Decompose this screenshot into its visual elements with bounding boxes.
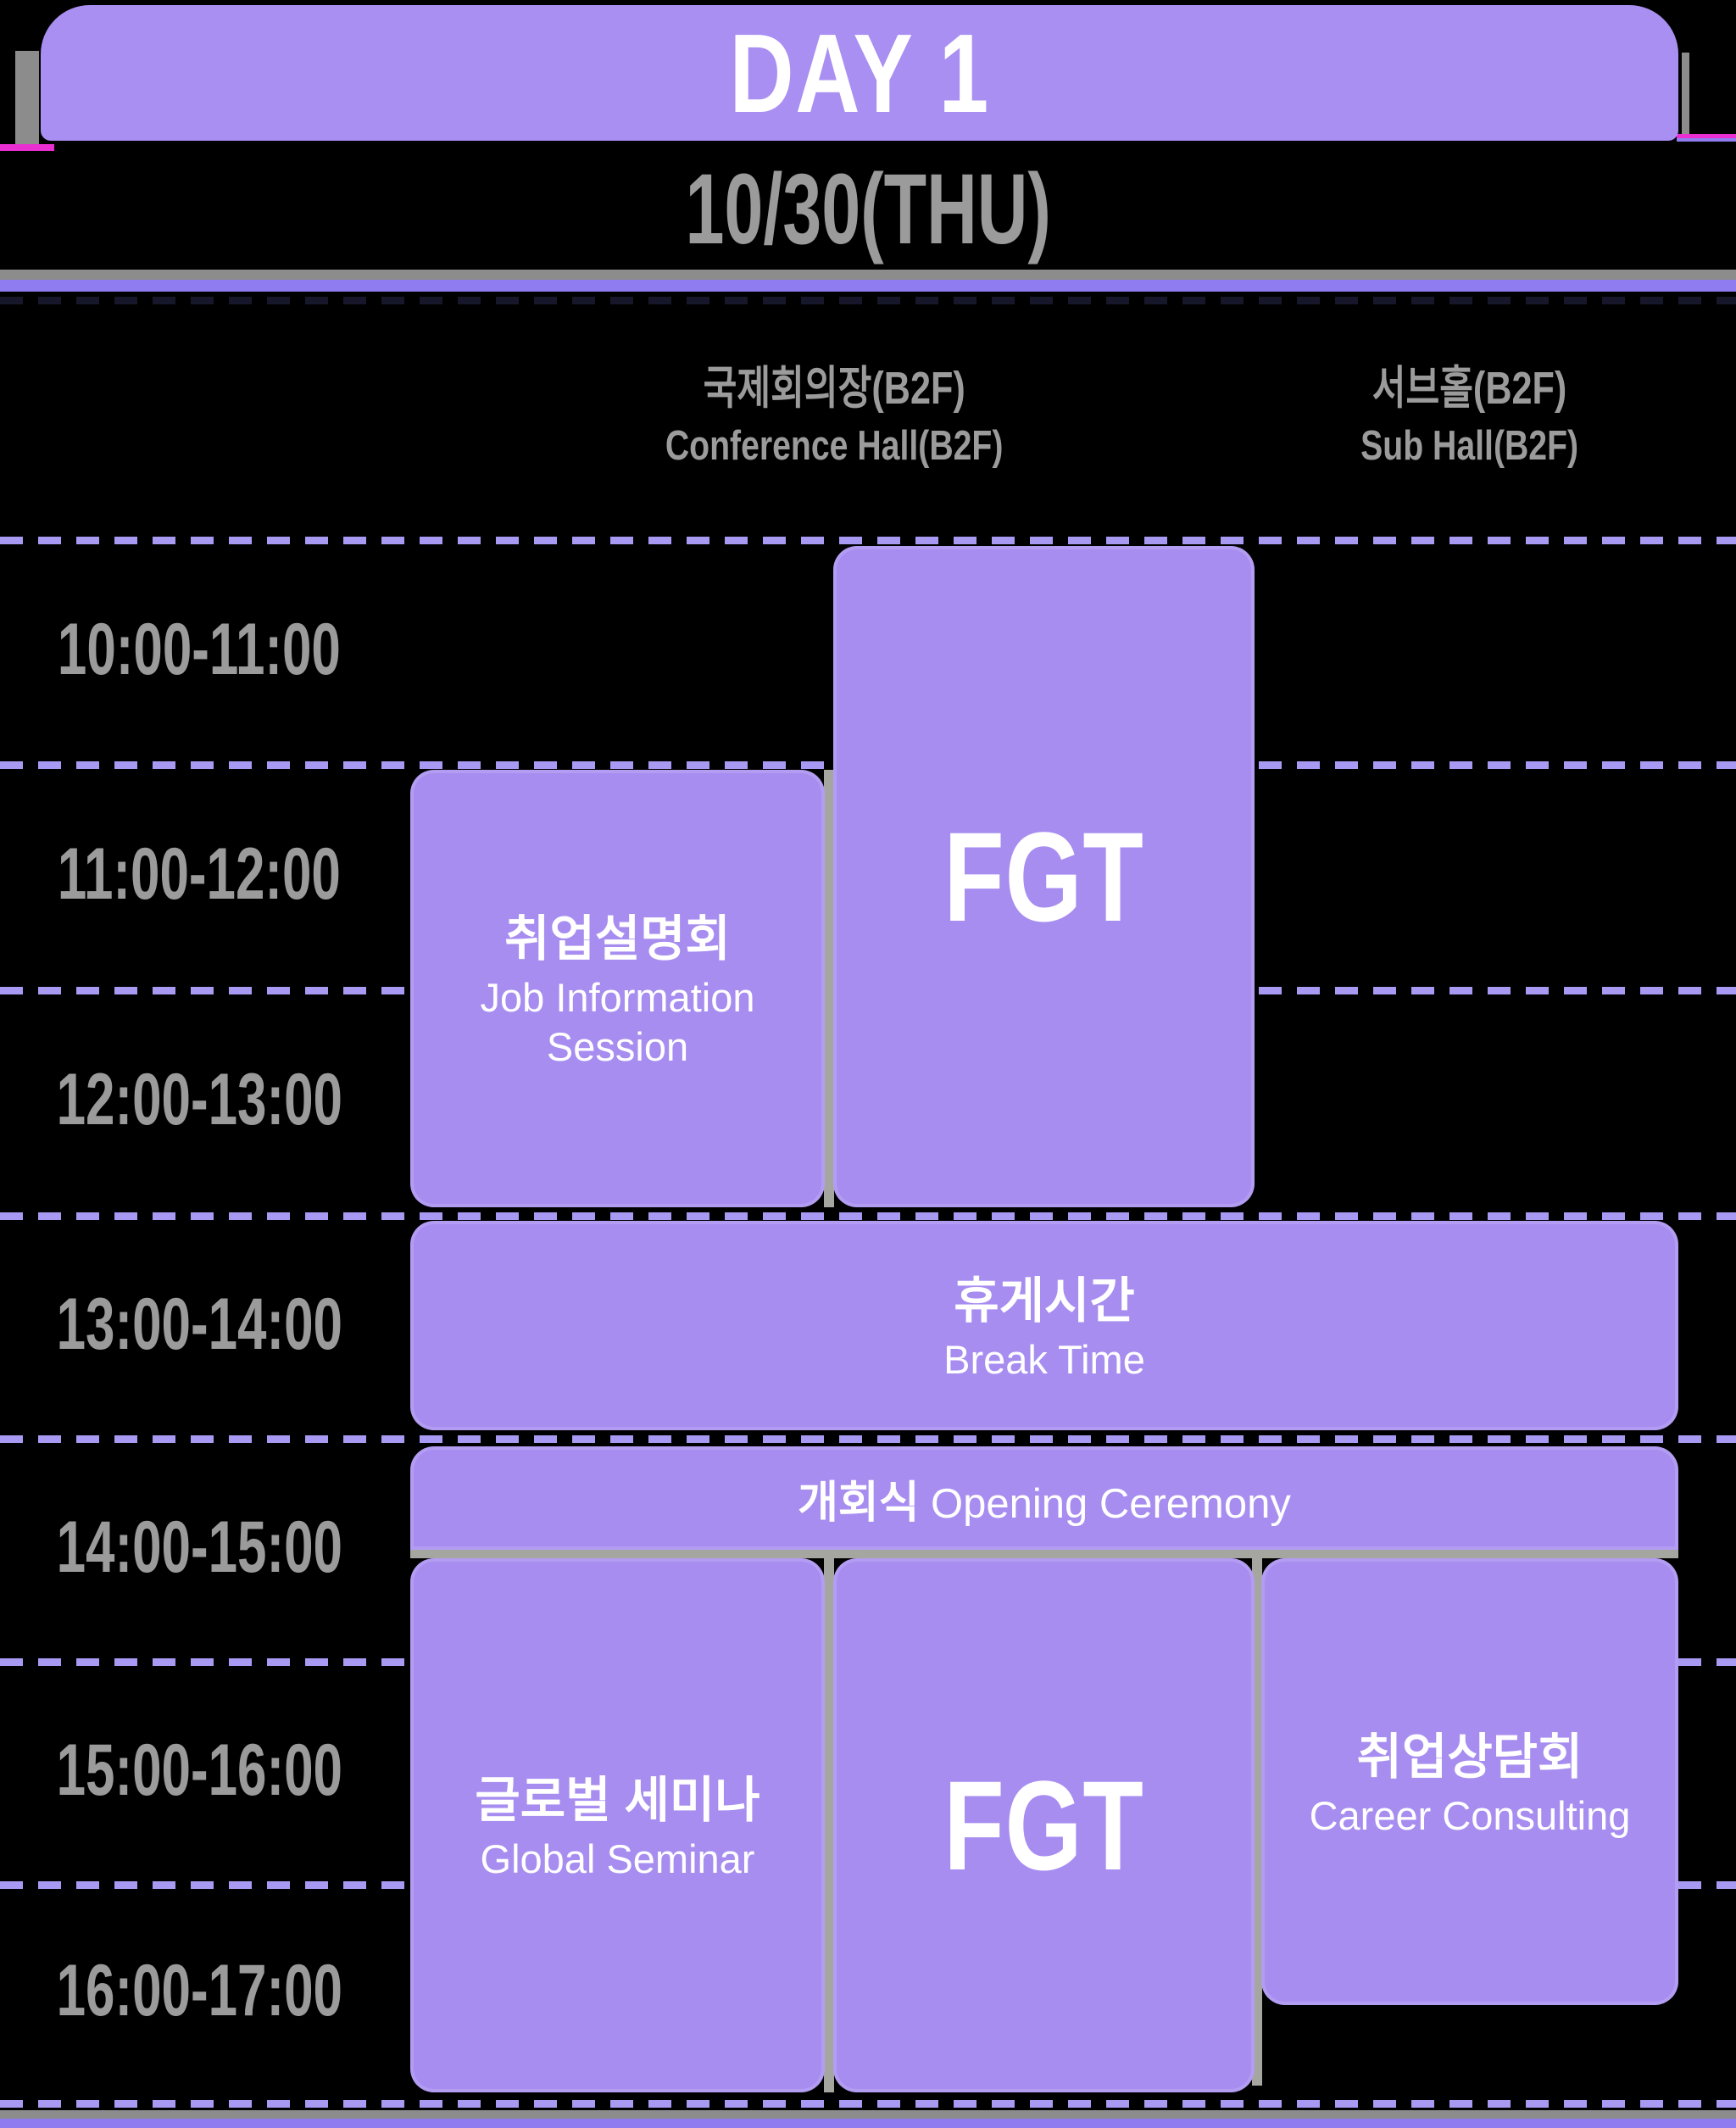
time-slot-label: 10:00-11:00 xyxy=(58,609,341,690)
left-edge-artifact xyxy=(15,51,39,144)
venue-header-conference: 국제회의장(B2F) Conference Hall(B2F) xyxy=(410,346,1258,473)
event-title-ko: 글로벌 세미나 xyxy=(475,1773,760,1828)
left-edge-pink-line xyxy=(0,144,54,151)
time-slot-label: 16:00-17:00 xyxy=(56,1950,342,2031)
header-divider-gray xyxy=(0,270,1736,280)
event-block-fgt-morning: FGT xyxy=(833,546,1255,1207)
date-row: 10/30(THU) xyxy=(0,153,1736,265)
footer-divider-gray xyxy=(0,2110,1736,2119)
event-title: FGT xyxy=(943,1753,1144,1897)
time-slot-label: 14:00-15:00 xyxy=(56,1507,342,1588)
section-divider-line xyxy=(410,1550,1678,1558)
venue-subhall-name-ko: 서브홀(B2F) xyxy=(1372,362,1567,414)
venue-conference-name-en: Conference Hall(B2F) xyxy=(665,422,1004,469)
event-title-en: Break Time xyxy=(943,1336,1145,1382)
header-divider-purple xyxy=(0,280,1736,292)
event-title-en: Career Consulting xyxy=(1309,1792,1631,1838)
event-title-ko: 휴게시간 xyxy=(954,1273,1135,1329)
right-edge-purple-line xyxy=(1677,138,1736,142)
event-title-ko: 개회식 xyxy=(798,1478,920,1528)
row-divider-dashed xyxy=(0,1435,1736,1443)
column-divider-line xyxy=(824,1558,834,2092)
venue-conference-name-ko: 국제회의장(B2F) xyxy=(703,362,965,414)
day-title: DAY 1 xyxy=(729,10,990,136)
event-title-en: Job Information Session xyxy=(480,975,755,1069)
event-title: 개회식 Opening Ceremony xyxy=(798,1467,1291,1530)
column-divider-line xyxy=(824,770,834,1207)
right-edge-pink-line xyxy=(1677,134,1736,138)
date-label: 10/30(THU) xyxy=(685,153,1051,265)
day-header: DAY 1 xyxy=(41,5,1678,141)
event-block-opening: 개회식 Opening Ceremony xyxy=(410,1446,1678,1550)
event-title-ko: 취업상담회 xyxy=(1356,1729,1583,1785)
time-slot-label: 12:00-13:00 xyxy=(56,1059,342,1140)
venue-header-subhall: 서브홀(B2F) Sub Hall(B2F) xyxy=(1261,346,1678,473)
time-slot-label: 11:00-12:00 xyxy=(58,833,341,915)
event-block-job-info: 취업설명회 Job Information Session xyxy=(410,770,825,1207)
event-title-ko: 취업설명회 xyxy=(504,911,731,967)
row-divider-dashed xyxy=(0,2100,1736,2108)
event-block-global-seminar: 글로벌 세미나 Global Seminar xyxy=(410,1558,825,2092)
event-block-break: 휴게시간 Break Time xyxy=(410,1221,1678,1430)
title-spacer xyxy=(923,1507,926,1521)
event-title-en: Opening Ceremony xyxy=(930,1480,1291,1527)
event-block-career-consulting: 취업상담회 Career Consulting xyxy=(1261,1558,1678,2005)
time-slot-label: 15:00-16:00 xyxy=(56,1730,342,1811)
row-divider-dashed xyxy=(0,537,1736,544)
column-divider-line xyxy=(1252,1558,1262,2086)
footer-divider-purple xyxy=(0,2119,1736,2128)
event-title-en: Global Seminar xyxy=(480,1836,755,1881)
event-title: FGT xyxy=(943,805,1144,948)
right-edge-artifact xyxy=(1682,53,1689,134)
venue-subhall-name-en: Sub Hall(B2F) xyxy=(1360,422,1579,469)
row-divider-dashed xyxy=(0,1212,1736,1220)
subtle-dashed-line xyxy=(0,297,1736,304)
time-slot-label: 13:00-14:00 xyxy=(56,1284,342,1365)
event-block-fgt-afternoon: FGT xyxy=(833,1558,1255,2092)
